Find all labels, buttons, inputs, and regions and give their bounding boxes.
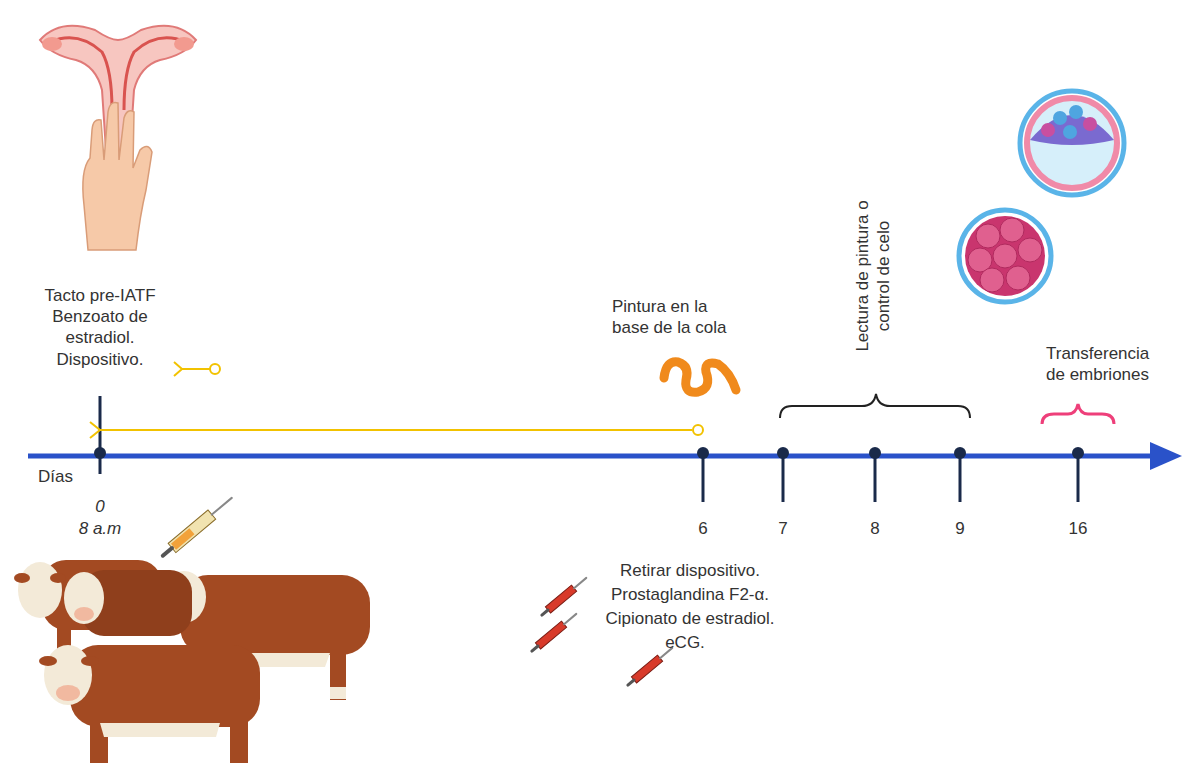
time-axis: [28, 396, 1182, 502]
curly-bracket: [780, 394, 970, 418]
timeline-label: Lectura de pintura o control de celo: [851, 189, 893, 364]
morula-embryo: [959, 210, 1051, 302]
timeline-label: Transferencia de embriones: [1046, 343, 1171, 385]
timeline-label: 8 a.m: [65, 518, 135, 539]
timeline-label: Dispositivo.: [35, 349, 165, 370]
hereford-cows: [14, 560, 370, 763]
timeline-label: Tacto pre-IATF: [15, 285, 185, 306]
timeline-label: Días: [38, 466, 98, 487]
timeline-label: Retirar dispositivo.: [580, 560, 800, 581]
device-line: [90, 362, 703, 438]
timeline-label: 7: [763, 518, 803, 539]
timeline-label: 0: [80, 496, 120, 517]
timeline-label: 6: [683, 518, 723, 539]
timeline-label: 16: [1058, 518, 1098, 539]
timeline-label: Benzoato de estradiol.: [40, 306, 160, 348]
timeline-label: Prostaglandina F2-α.: [580, 584, 800, 605]
paint-squiggle: [664, 362, 736, 392]
blastocyst-embryo: [1020, 91, 1124, 195]
timeline-label: eCG.: [645, 632, 725, 653]
pink-brace: [1042, 404, 1114, 424]
timeline-label: Pintura en la base de la cola: [612, 296, 747, 338]
timeline-label: Cipionato de estradiol.: [580, 608, 800, 629]
timeline-label: 8: [855, 518, 895, 539]
timeline-label: 9: [940, 518, 980, 539]
hand-illustration: [83, 102, 152, 250]
